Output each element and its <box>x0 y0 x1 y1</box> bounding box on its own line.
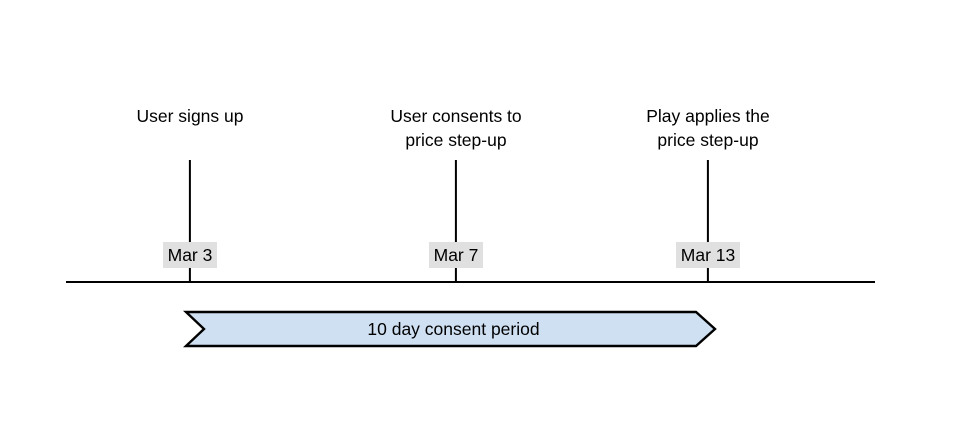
banner-arrow-polygon <box>182 310 717 348</box>
consent-period-banner: 10 day consent period <box>182 310 717 348</box>
event-caption-consent: User consents to price step-up <box>390 106 522 150</box>
consent-period-label: 10 day consent period <box>367 318 540 339</box>
event-date-wrap-signup: Mar 3 <box>75 242 305 268</box>
event-tick-consent <box>454 160 457 282</box>
event-date-apply: Mar 13 <box>675 242 741 268</box>
event-caption-apply: Play applies the price step-up <box>646 106 770 150</box>
event-date-wrap-consent: Mar 7 <box>341 242 571 268</box>
event-caption-signup: User signs up <box>136 106 244 126</box>
timeline-axis <box>66 281 875 283</box>
event-tick-signup <box>188 160 191 282</box>
event-date-wrap-apply: Mar 13 <box>593 242 823 268</box>
event-date-consent: Mar 7 <box>428 242 484 268</box>
event-tick-apply <box>706 160 709 282</box>
banner-arrow-shape <box>182 310 717 348</box>
event-date-signup: Mar 3 <box>162 242 218 268</box>
